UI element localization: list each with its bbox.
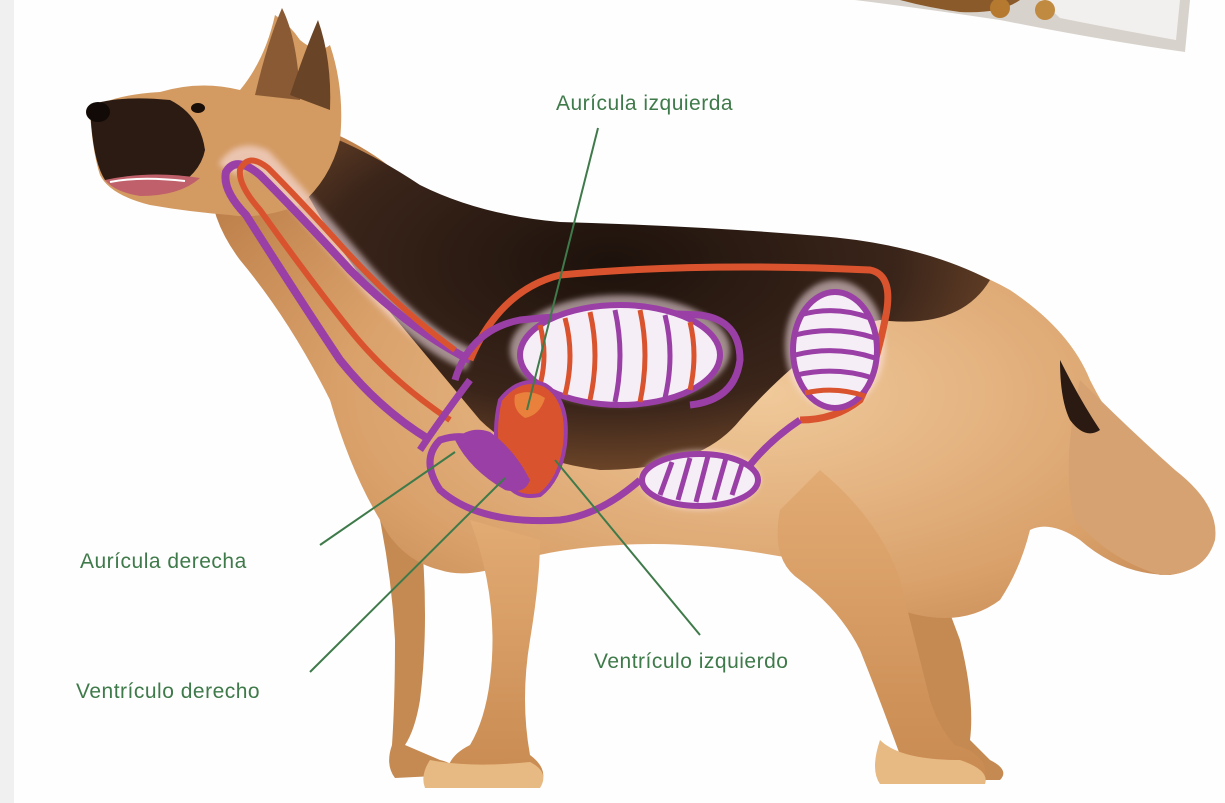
label-ventriculo-izquierdo: Ventrículo izquierdo: [594, 650, 788, 674]
hindquarter-capillaries: [793, 292, 877, 408]
abdominal-capillaries: [642, 454, 758, 506]
label-ventriculo-derecho: Ventrículo derecho: [76, 680, 260, 704]
corner-photo-fragment: [855, 0, 1190, 52]
label-auricula-derecha: Aurícula derecha: [80, 550, 247, 574]
label-auricula-izquierda: Aurícula izquierda: [556, 92, 733, 116]
left-border: [0, 0, 14, 803]
